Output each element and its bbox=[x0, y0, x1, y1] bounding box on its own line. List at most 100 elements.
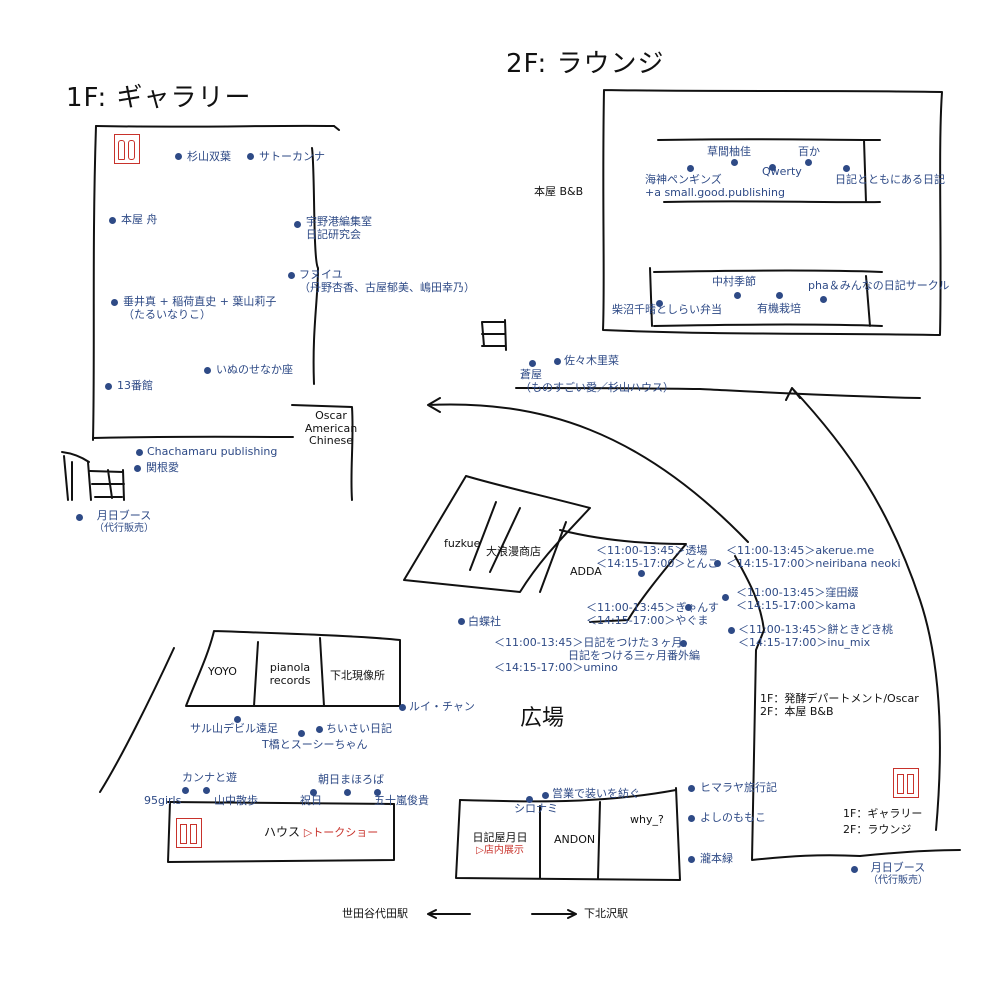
booth-marker bbox=[805, 159, 812, 166]
booth-tarui[interactable]: 垂井真 + 稲荷直史 + 葉山莉子（たるいなりこ） bbox=[123, 295, 277, 321]
booth-marker bbox=[399, 704, 406, 711]
booth-marker bbox=[288, 272, 295, 279]
booth-marker bbox=[458, 618, 465, 625]
booth-marker bbox=[136, 449, 143, 456]
booth-marker bbox=[688, 815, 695, 822]
booth-pha[interactable]: pha＆みんなの日記サークル bbox=[808, 279, 950, 292]
house-top-line bbox=[167, 801, 395, 805]
arrow-to-shimokita bbox=[531, 909, 577, 919]
booth-umigami[interactable]: 海神ペンギンズ+a small.good.publishing bbox=[645, 173, 785, 199]
booth-akerue[interactable]: ＜11:00-13:45＞akerue.me＜14:15-17:00＞neiri… bbox=[726, 544, 901, 570]
lounge-2f-title: 2F: ラウンジ bbox=[506, 49, 665, 79]
booth-gyansu[interactable]: ＜11:00-13:45＞ぎゃんす＜14:15-17:00＞やぐま bbox=[586, 601, 719, 627]
booth-sato-kanna[interactable]: サトーカンナ bbox=[259, 150, 325, 163]
booth-chachamaru[interactable]: Chachamaru publishing bbox=[147, 445, 278, 458]
booth-marker bbox=[298, 730, 305, 737]
booth-tohba[interactable]: ＜11:00-13:45＞透場＜14:15-17:00＞とんこ bbox=[596, 544, 719, 570]
lounge-wall bbox=[602, 89, 943, 336]
booth-honya-fune[interactable]: 本屋 舟 bbox=[121, 213, 158, 226]
booth-funuiyu[interactable]: フヌイユ（丹野杏香、古屋郁美、嶋田幸乃） bbox=[299, 268, 475, 294]
booth-inunose[interactable]: いぬのせなか座 bbox=[216, 363, 293, 376]
booth-95girls[interactable]: 95girls bbox=[144, 794, 182, 807]
booth-saruyama[interactable]: サル山デビル遠足 bbox=[190, 722, 278, 735]
booth-marker bbox=[294, 221, 301, 228]
booth-marker bbox=[688, 785, 695, 792]
booth-tsukihi-left[interactable]: 月日ブース（代行販売） bbox=[94, 509, 154, 534]
why-label: why_? bbox=[630, 813, 664, 826]
gallery-1f-title: 1F: ギャラリー bbox=[66, 83, 252, 113]
booth-chiisai[interactable]: ちいさい日記 bbox=[326, 722, 392, 735]
restroom-icon-house bbox=[176, 818, 202, 848]
booth-hyakuka[interactable]: 百か bbox=[798, 145, 820, 158]
restroom-icon-gallery bbox=[114, 134, 140, 164]
booth-aoiya[interactable]: 蒼屋（ものすごい愛／杉山ハウス） bbox=[520, 368, 674, 394]
stairs-right bbox=[481, 319, 507, 351]
booth-igarashi[interactable]: 五十嵐俊貴 bbox=[374, 794, 429, 807]
booth-marker bbox=[310, 789, 317, 796]
booth-13bankan[interactable]: 13番館 bbox=[117, 379, 153, 392]
booth-marker bbox=[728, 627, 735, 634]
station-shimokitazawa[interactable]: 下北沢駅 bbox=[584, 907, 628, 920]
fuzkue-label: fuzkue bbox=[444, 537, 481, 550]
stairs-left bbox=[61, 451, 125, 501]
booth-shoubai[interactable]: 営業で装いを紡ぐ bbox=[552, 787, 640, 800]
booth-marker bbox=[776, 292, 783, 299]
booth-yuki-saibai[interactable]: 有機栽培 bbox=[757, 302, 801, 315]
booth-sugiyama[interactable]: 杉山双葉 bbox=[187, 150, 231, 163]
andon-dividers bbox=[539, 801, 601, 879]
gallery-wall-top bbox=[95, 124, 335, 128]
arrow-to-setagaya bbox=[427, 909, 471, 919]
booth-shibanuma[interactable]: 柴沼千晴としらい弁当 bbox=[612, 303, 722, 316]
booth-nikki3[interactable]: ＜11:00-13:45＞日記をつけた３ヶ月、 日記をつける三ヶ月番外編 ＜14… bbox=[494, 636, 700, 675]
gallery-wall-right bbox=[333, 125, 340, 131]
booth-marker bbox=[111, 299, 118, 306]
booth-marker bbox=[722, 594, 729, 601]
booth-kusama[interactable]: 草間柚佳 bbox=[707, 145, 751, 158]
booth-marker bbox=[638, 570, 645, 577]
booth-sasaki[interactable]: 佐々木里菜 bbox=[564, 354, 619, 367]
booth-yamanaka[interactable]: 山中散歩 bbox=[214, 794, 258, 807]
lounge-table-top bbox=[657, 138, 881, 204]
booth-takimoto[interactable]: 瀧本緑 bbox=[700, 852, 733, 865]
station-setagaya-daita[interactable]: 世田谷代田駅 bbox=[342, 907, 408, 920]
booth-hakuchosha[interactable]: 白蝶社 bbox=[468, 615, 501, 628]
booth-marker bbox=[680, 640, 687, 647]
booth-marker bbox=[734, 292, 741, 299]
booth-kanna-to-asobi[interactable]: カンナと遊 bbox=[182, 771, 237, 784]
lounge-exit bbox=[515, 387, 921, 399]
booth-nikki-tomoni[interactable]: 日記とともにある日記 bbox=[835, 173, 945, 186]
booth-tsukihi-right[interactable]: 月日ブース（代行販売） bbox=[868, 861, 928, 886]
booth-marker bbox=[714, 560, 721, 567]
booth-sekine[interactable]: 関根愛 bbox=[146, 461, 179, 474]
block-dividers bbox=[469, 501, 567, 593]
booth-nakamura[interactable]: 中村季節 bbox=[712, 275, 756, 288]
booth-iwai[interactable]: 祝日 bbox=[300, 794, 322, 807]
onami-label: 大浪漫商店 bbox=[486, 545, 541, 558]
booth-marker bbox=[542, 792, 549, 799]
booth-asahi-mahoroba[interactable]: 朝日まほろば bbox=[318, 773, 384, 786]
yoyo-label: YOYO bbox=[208, 665, 237, 678]
road-right bbox=[859, 849, 961, 857]
left-street bbox=[99, 647, 175, 793]
gallery-partition bbox=[311, 147, 319, 385]
booth-himalaya[interactable]: ヒマラヤ旅行記 bbox=[700, 781, 777, 794]
booth-louis-chan[interactable]: ルイ・チャン bbox=[409, 700, 475, 713]
big-arrow-right bbox=[785, 387, 941, 831]
booth-marker bbox=[204, 367, 211, 374]
restroom-icon-right bbox=[893, 768, 919, 798]
booth-mochi[interactable]: ＜11:00-13:45＞餅ときどき桃＜14:15-17:00＞inu_mix bbox=[738, 623, 894, 649]
booth-shironami[interactable]: シロナミ bbox=[514, 802, 558, 815]
big-arrow-left bbox=[427, 397, 749, 543]
booth-qwerty[interactable]: Qwerty bbox=[762, 165, 802, 178]
adda-block bbox=[559, 529, 687, 623]
booth-marker bbox=[175, 153, 182, 160]
booth-t-hashi[interactable]: T橋とスーシーちゃん bbox=[262, 738, 368, 751]
booth-marker bbox=[182, 787, 189, 794]
booth-marker bbox=[769, 164, 776, 171]
oscar-wall bbox=[291, 404, 354, 501]
booth-kubota[interactable]: ＜11:00-13:45＞窪田綴＜14:15-17:00＞kama bbox=[736, 586, 859, 612]
booth-uno-minato[interactable]: 宇野港編集室日記研究会 bbox=[306, 215, 372, 241]
booth-yoshino[interactable]: よしのももこ bbox=[700, 811, 766, 824]
